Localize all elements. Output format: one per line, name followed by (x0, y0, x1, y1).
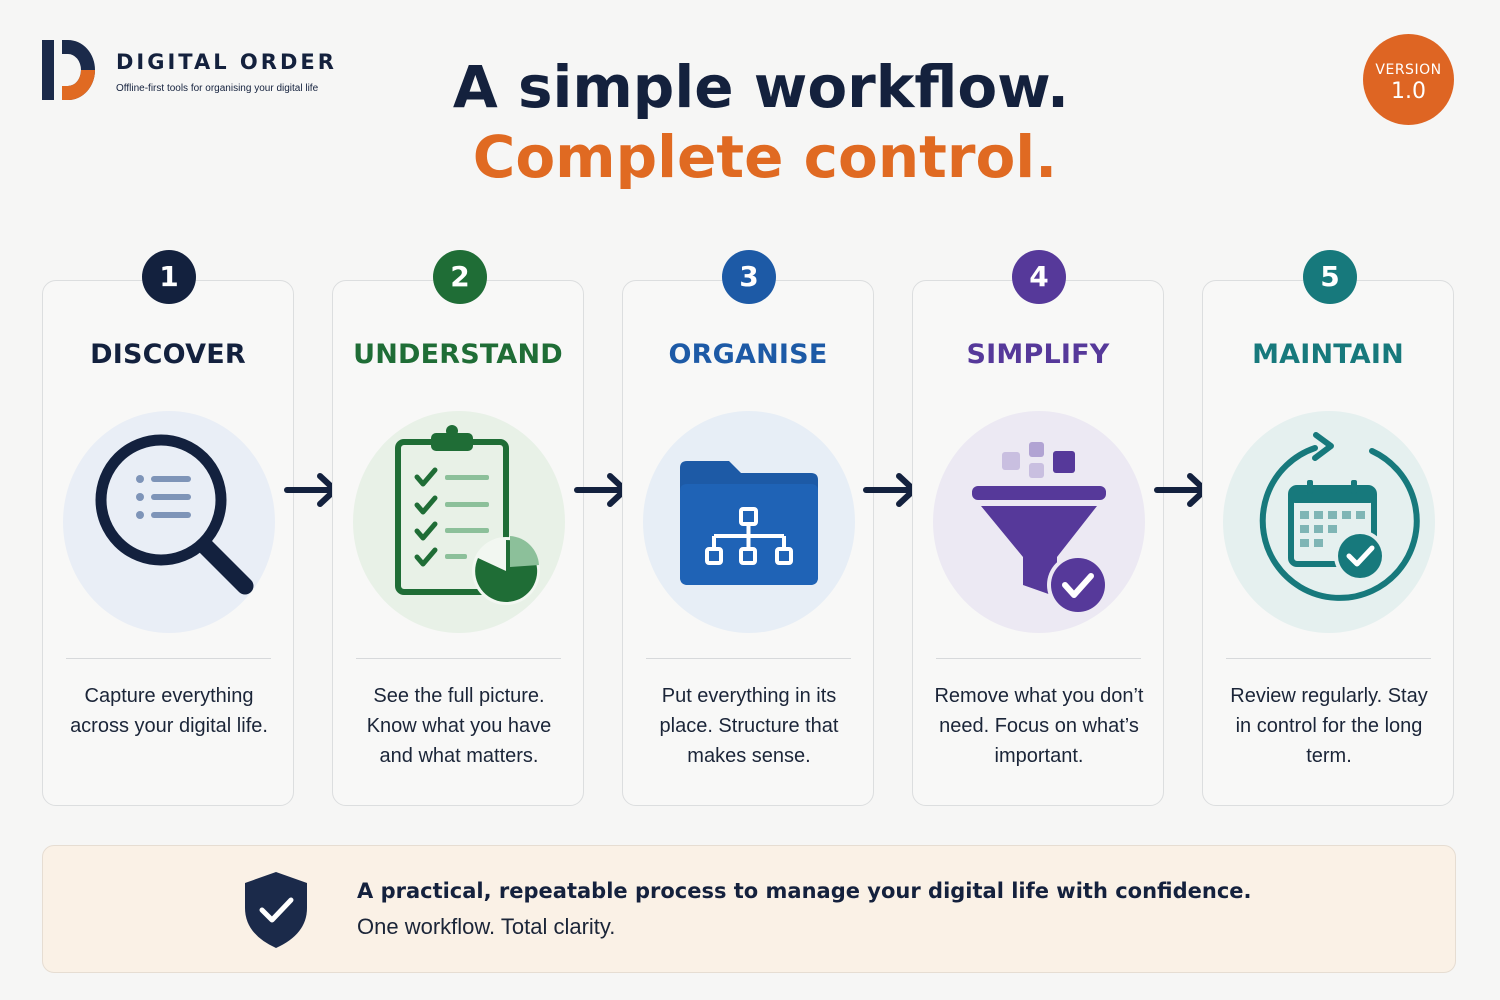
headline: A simple workflow. Complete control. (0, 52, 1500, 192)
brand-name: DIGITAL ORDER (116, 50, 337, 74)
step-title: UNDERSTAND (353, 339, 563, 370)
step-description: Capture everything across your digital l… (70, 685, 268, 737)
folder-hierarchy-icon (680, 461, 818, 585)
digital-order-logo-icon (42, 40, 95, 100)
step-description: Remove what you don’t need. Focus on wha… (934, 685, 1144, 767)
divider (936, 658, 1141, 659)
step-number-1: 1 (142, 250, 196, 304)
divider (356, 658, 561, 659)
divider (1226, 658, 1431, 659)
headline-line-2: Complete control. (472, 123, 1058, 191)
step-description: See the full picture. Know what you have… (366, 685, 552, 767)
checklist-chart-icon (395, 425, 540, 605)
footer-sub-text: One workflow. Total clarity. (357, 914, 616, 939)
step-description: Review regularly. Stay in control for th… (1230, 685, 1428, 767)
step-number-4: 4 (1012, 250, 1066, 304)
magnifier-icon (95, 434, 254, 595)
arrow-right-icon (863, 473, 917, 507)
footer-main-text: A practical, repeatable process to manag… (357, 879, 1252, 903)
step-title: DISCOVER (90, 339, 246, 370)
version-number: 1.0 (1391, 79, 1426, 104)
step-description: Put everything in its place. Structure t… (659, 685, 839, 767)
step-icon-circle (353, 411, 565, 633)
step-icon-circle (1223, 411, 1435, 633)
step-icon-circle (63, 411, 275, 633)
divider (646, 658, 851, 659)
step-icon-circle (643, 411, 855, 633)
step-title: MAINTAIN (1252, 339, 1404, 370)
step-card-organise: ORGANISE Put everything in its place. St… (622, 280, 874, 806)
step-card-understand: UNDERSTAND See the full picture. Know (332, 280, 584, 806)
step-card-maintain: MAINTAIN Rev (1202, 280, 1454, 806)
funnel-check-icon (972, 442, 1109, 616)
step-card-discover: DISCOVER Capture everything across your … (42, 280, 294, 806)
step-icon-circle (933, 411, 1145, 633)
version-label: VERSION (1375, 62, 1442, 78)
brand-tagline: Offline-first tools for organising your … (116, 83, 319, 94)
step-title: ORGANISE (668, 339, 828, 370)
step-title: SIMPLIFY (966, 339, 1110, 370)
calendar-cycle-icon (1259, 432, 1420, 601)
headline-line-1: A simple workflow. (452, 53, 1070, 121)
step-number-3: 3 (722, 250, 776, 304)
step-number-2: 2 (433, 250, 487, 304)
divider (66, 658, 271, 659)
footer-banner: A practical, repeatable process to manag… (42, 845, 1456, 973)
shield-check-icon (245, 872, 307, 948)
version-badge: VERSION 1.0 (1363, 34, 1454, 125)
step-card-simplify: SIMPLIFY Remove what you don’t need. Foc… (912, 280, 1164, 806)
step-number-5: 5 (1303, 250, 1357, 304)
